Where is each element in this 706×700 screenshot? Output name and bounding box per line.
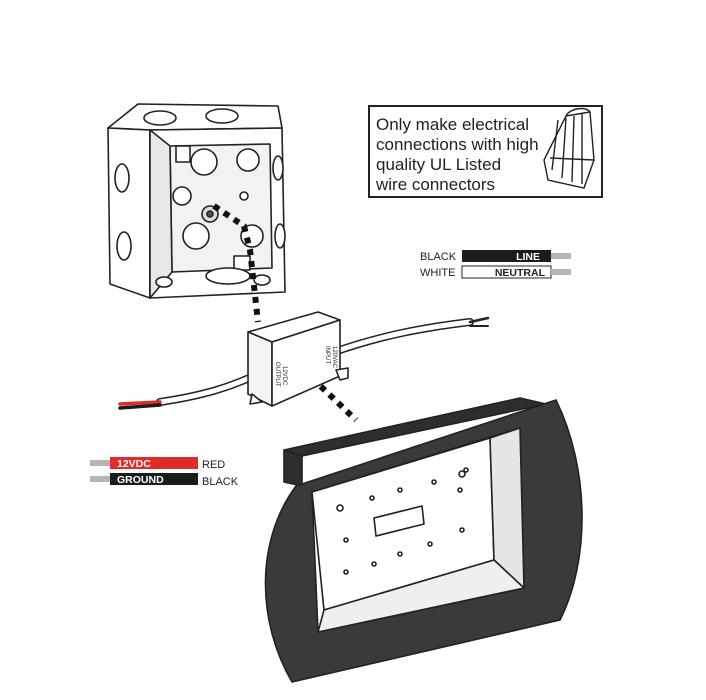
wire-nut-icon xyxy=(543,107,595,189)
ground-wire-tip xyxy=(90,476,110,482)
12vdc-wire xyxy=(110,457,198,469)
notice-line-2: connections with high xyxy=(376,135,539,154)
dotted-connection-lines xyxy=(212,203,359,423)
neutral-label: NEUTRAL xyxy=(495,267,546,279)
output-cable xyxy=(118,368,266,410)
notice-line-3: quality UL Listed xyxy=(376,155,501,174)
line-wire-tip xyxy=(551,253,571,259)
driver-output-voltage: 12VDC xyxy=(281,366,287,386)
ground-wire xyxy=(110,473,198,485)
black-color-label: BLACK xyxy=(420,251,457,263)
red-color-label: RED xyxy=(202,459,225,471)
black-color-label-output: BLACK xyxy=(202,476,239,488)
driver-input-voltage: 120VAC xyxy=(331,346,337,369)
white-color-label: WHITE xyxy=(420,267,455,279)
line-wire xyxy=(462,250,551,262)
recessed-fixture-icon xyxy=(264,397,583,683)
ground-label: GROUND xyxy=(117,474,164,486)
12vdc-wire-tip xyxy=(90,460,110,466)
neutral-wire-tip xyxy=(551,269,571,275)
led-driver-icon xyxy=(247,311,349,407)
notice-line-4: wire connectors xyxy=(375,175,495,194)
junction-box-icon xyxy=(107,103,286,299)
line-label: LINE xyxy=(516,251,540,263)
notice-line-1: Only make electrical xyxy=(376,115,529,134)
driver-input-label: INPUT xyxy=(324,346,330,364)
12vdc-label: 12VDC xyxy=(117,458,151,470)
input-cable xyxy=(330,316,490,356)
driver-output-label: OUTPUT xyxy=(274,362,280,387)
